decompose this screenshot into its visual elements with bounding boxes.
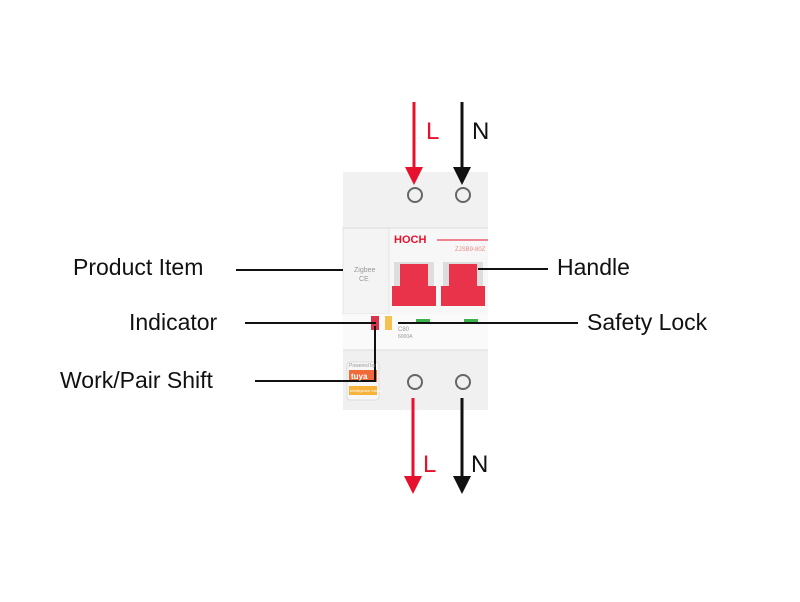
capacity-text: 6000A (398, 334, 413, 340)
safety-lock-slot (385, 316, 392, 330)
work-pair-shift-leader (255, 326, 376, 382)
ce-mark: CE (359, 276, 369, 283)
bottom-neutral-label: N (471, 451, 489, 478)
tagline-text: Intelligence Inside (350, 388, 383, 393)
powered-by-text: Powered by (349, 363, 376, 369)
work-pair-shift-label: Work/Pair Shift (60, 367, 213, 393)
rating-text: C80 (398, 327, 410, 333)
brand-logo: HOCH (394, 234, 427, 246)
bottom-live-label: L (423, 451, 437, 478)
tuya-logo: tuya (351, 372, 368, 381)
top-live-label: L (426, 118, 440, 145)
model-text: ZJSB9-80Z (455, 247, 486, 253)
handles (392, 262, 485, 306)
terminal-screws (407, 187, 471, 390)
safety-lock-label: Safety Lock (587, 309, 708, 335)
top-neutral-label: N (472, 118, 490, 145)
indicator-label: Indicator (129, 309, 218, 335)
handle-label: Handle (557, 254, 630, 280)
module-text: Zigbee (354, 267, 376, 274)
product-item-label: Product Item (73, 254, 204, 280)
